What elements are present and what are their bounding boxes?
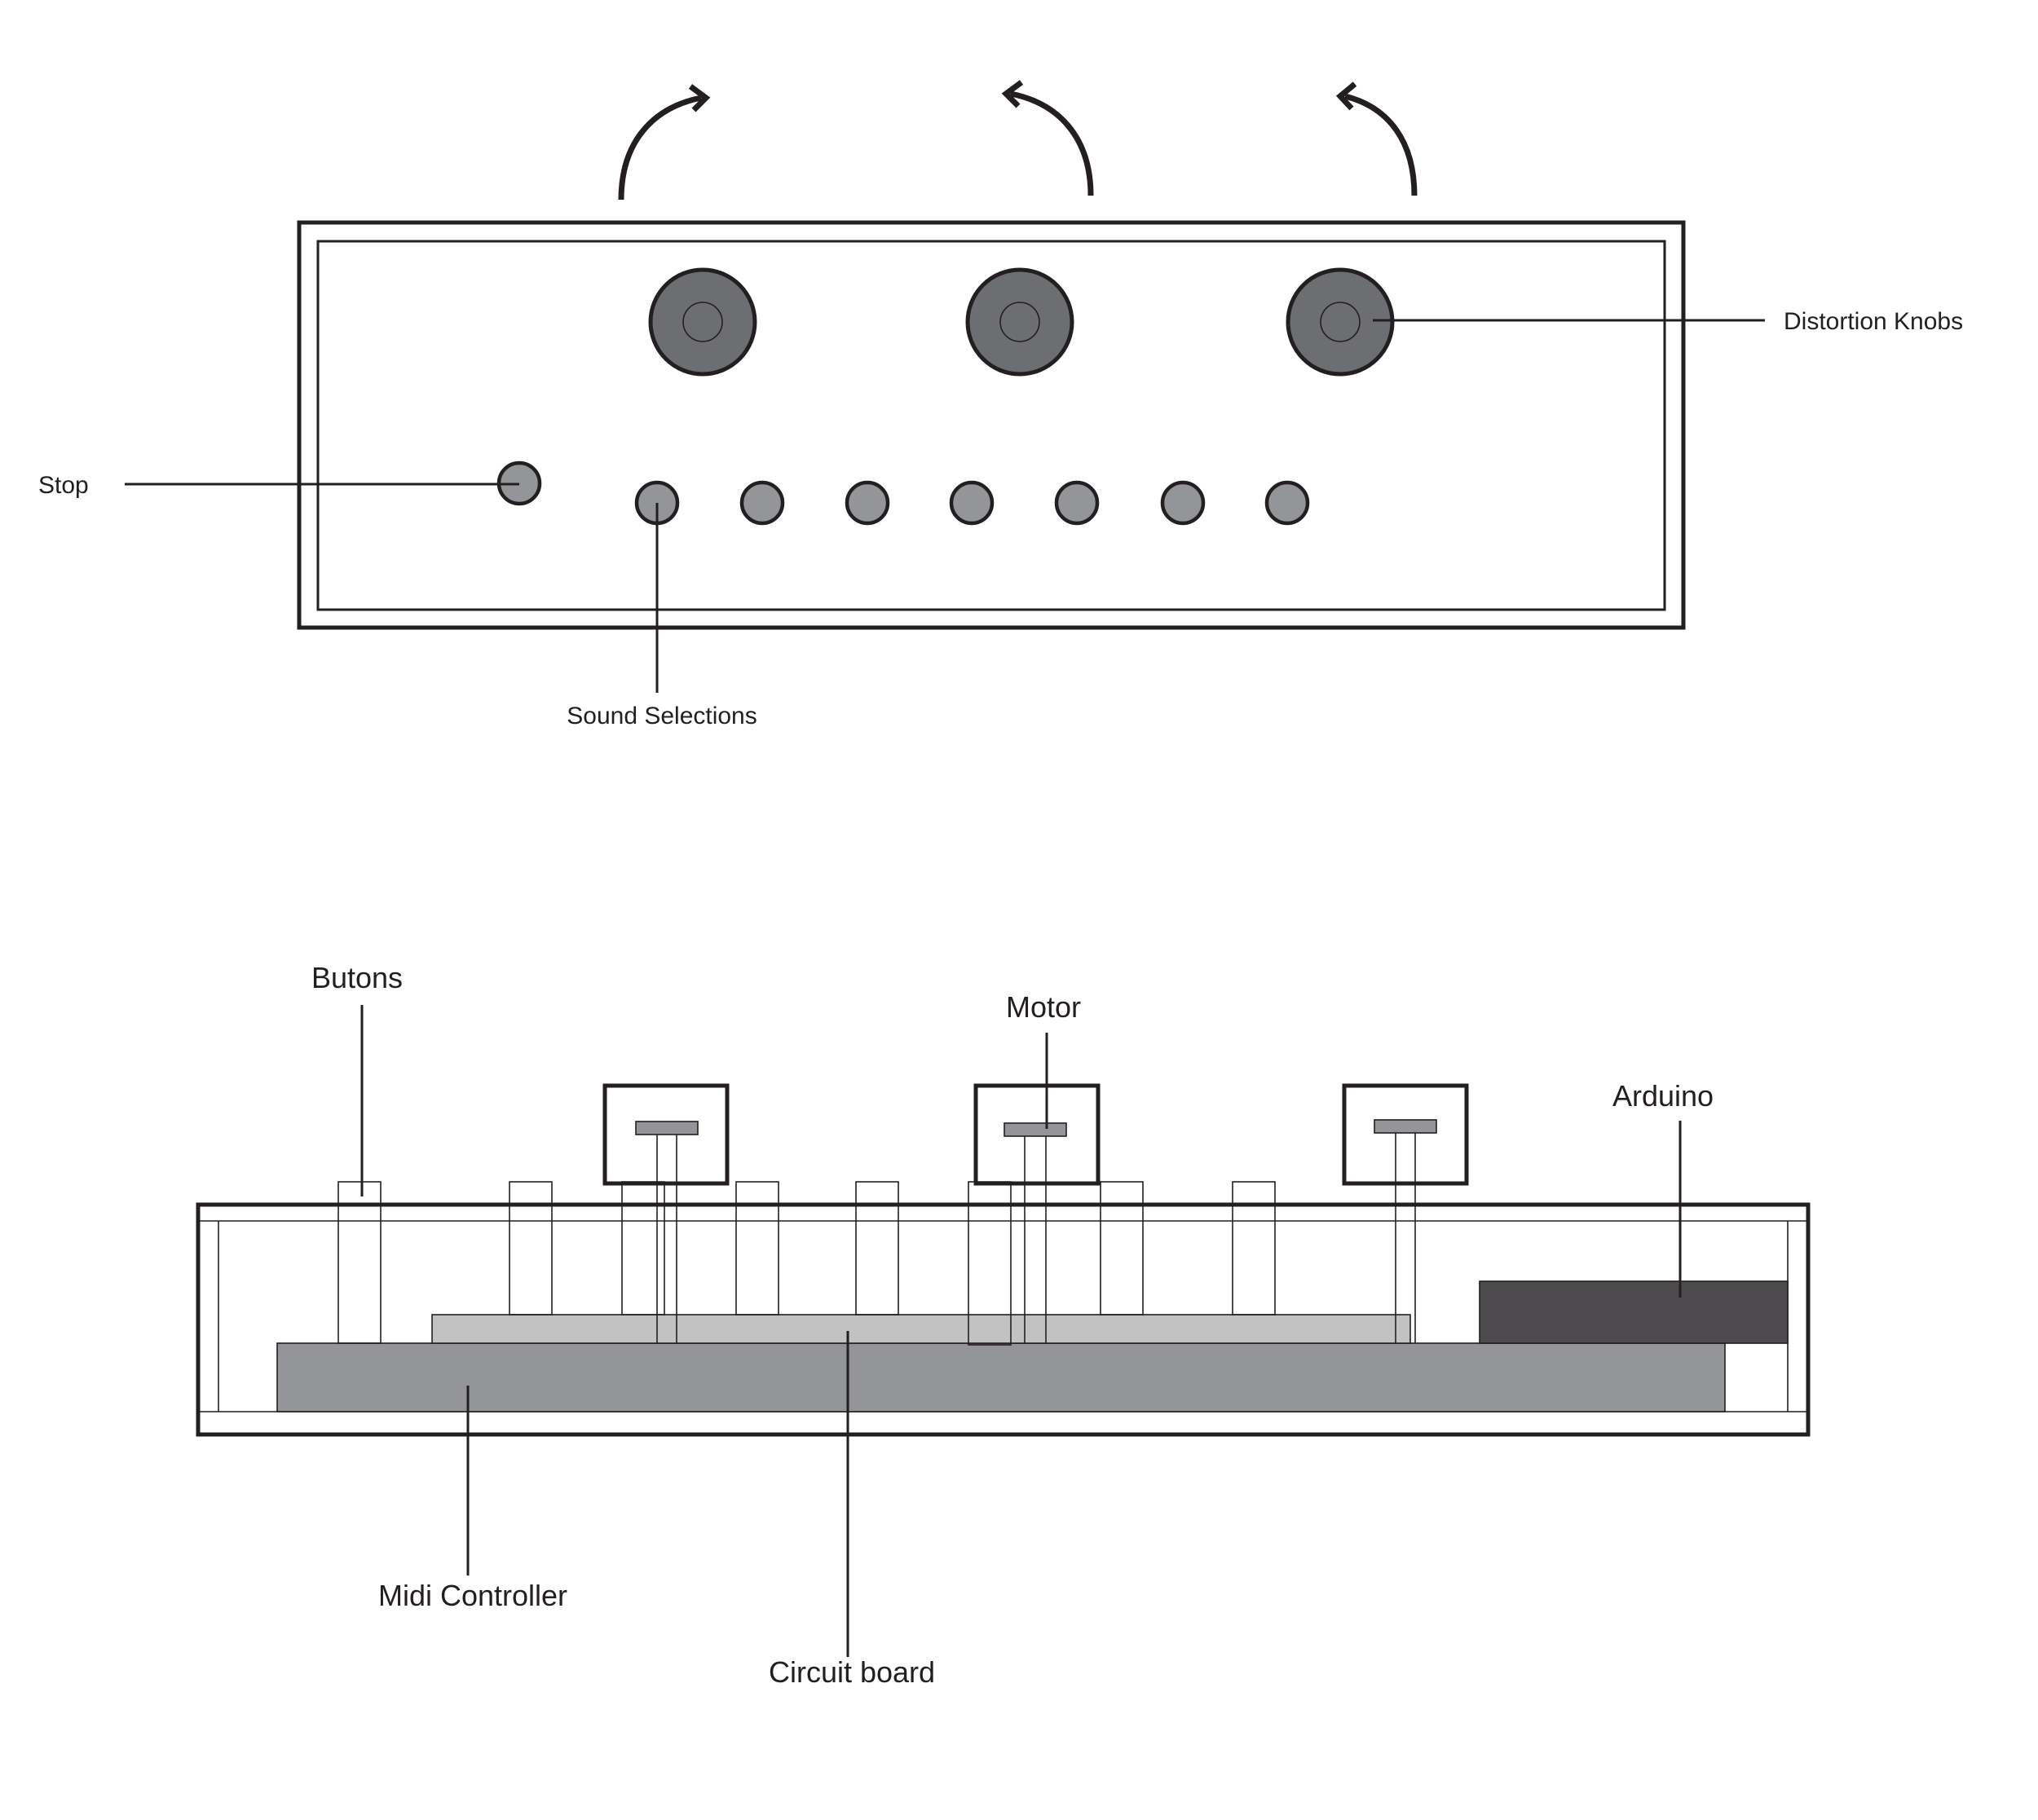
label-distortion-knobs: Distortion Knobs xyxy=(1784,308,1963,335)
top-enclosure-outer xyxy=(297,220,1686,630)
motor-shafts xyxy=(656,1133,1416,1343)
label-stop: Stop xyxy=(38,472,89,499)
motor-2 xyxy=(973,1083,1101,1186)
top-view: Distortion Knobs Stop Sound Selections xyxy=(38,80,1963,729)
distortion-knob-3[interactable] xyxy=(1286,267,1395,377)
button-stem-1 xyxy=(337,1181,382,1344)
button-stem-6 xyxy=(968,1181,1012,1346)
rotation-arrow-1 xyxy=(618,95,702,201)
sound-selection-button-7[interactable] xyxy=(1264,480,1310,526)
rotation-arrow-3 xyxy=(1344,93,1418,196)
sound-selection-button-3[interactable] xyxy=(845,480,890,526)
label-arduino: Arduino xyxy=(1612,1079,1714,1113)
top-enclosure-inner xyxy=(316,240,1666,611)
button-stem-3 xyxy=(621,1181,665,1315)
sound-selection-button-2[interactable] xyxy=(739,480,785,526)
side-view: Butons Motor Arduino Midi Controller Cir… xyxy=(196,961,1811,1689)
rotation-arrow-2 xyxy=(1010,90,1094,196)
label-circuit-board: Circuit board xyxy=(769,1655,935,1689)
sound-selection-button-5[interactable] xyxy=(1054,480,1100,526)
rotation-arrow-1-head xyxy=(688,84,711,112)
side-enclosure-outer xyxy=(196,1202,1811,1437)
button-stem-7 xyxy=(1100,1181,1144,1315)
midi-controller xyxy=(276,1342,1726,1412)
button-stems xyxy=(337,1181,1276,1346)
label-butons: Butons xyxy=(311,961,403,994)
sound-selection-button-4[interactable] xyxy=(949,480,995,526)
button-stem-5 xyxy=(855,1181,899,1315)
sound-selection-button-6[interactable] xyxy=(1160,480,1206,526)
sound-selection-buttons xyxy=(634,480,1310,526)
rotation-arrow-2-head xyxy=(1001,80,1024,108)
button-stem-2 xyxy=(509,1181,553,1315)
rotation-arrow-3-head xyxy=(1335,82,1357,111)
motor-3 xyxy=(1342,1083,1469,1186)
label-motor: Motor xyxy=(1006,990,1081,1024)
rotation-arrows xyxy=(618,80,1418,201)
button-stem-8 xyxy=(1232,1181,1276,1315)
label-midi-controller: Midi Controller xyxy=(378,1579,567,1612)
arduino xyxy=(1479,1280,1789,1344)
distortion-knob-2[interactable] xyxy=(965,267,1074,377)
label-sound-selections: Sound Selections xyxy=(567,703,757,729)
distortion-knob-1[interactable] xyxy=(648,267,757,377)
motor-1 xyxy=(602,1083,730,1186)
circuit-board xyxy=(431,1314,1411,1344)
button-stem-4 xyxy=(735,1181,779,1315)
